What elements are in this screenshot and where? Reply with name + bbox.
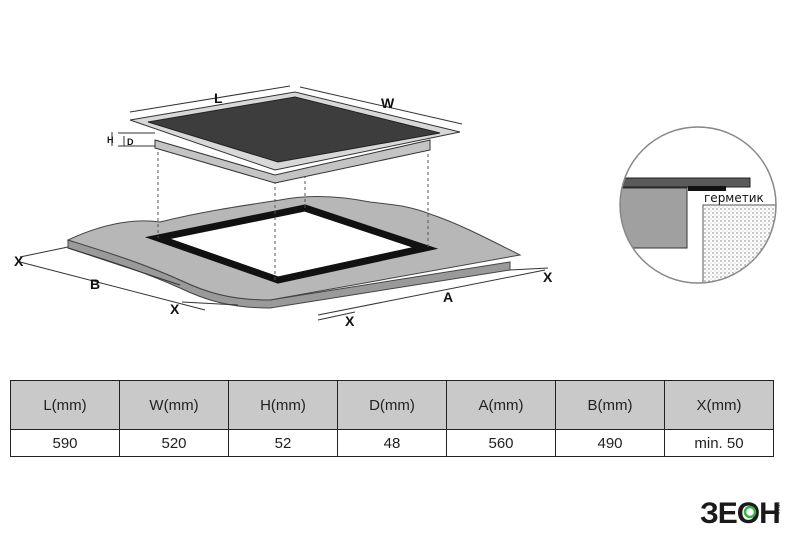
label-H: H	[107, 135, 114, 145]
label-X-left: X	[14, 253, 24, 269]
value-X: min. 50	[664, 429, 774, 457]
header-D: D(mm)	[337, 380, 447, 430]
label-D: D	[127, 137, 134, 147]
label-W: W	[381, 95, 395, 111]
value-W: 520	[119, 429, 229, 457]
table-header-row: L(mm) W(mm) H(mm) D(mm) A(mm) B(mm) X(mm…	[10, 380, 774, 430]
value-B: 490	[555, 429, 665, 457]
hob	[129, 91, 461, 184]
label-A: A	[443, 289, 453, 305]
label-X-bottom-left: X	[170, 301, 180, 317]
dimensions-table: L(mm) W(mm) H(mm) D(mm) A(mm) B(mm) X(mm…	[10, 380, 774, 457]
hob-glass	[147, 96, 441, 163]
zeon-logo: ЗЕОН shop	[700, 497, 780, 528]
header-X: X(mm)	[664, 380, 774, 430]
value-H: 52	[228, 429, 338, 457]
label-B: B	[90, 276, 100, 292]
value-D: 48	[337, 429, 447, 457]
table-row: 590 520 52 48 560 490 min. 50	[10, 429, 774, 457]
logo-suffix: shop	[774, 502, 780, 516]
value-L: 590	[10, 429, 120, 457]
label-X-bottom: X	[345, 313, 355, 329]
seal-detail: герметик	[619, 126, 777, 284]
label-L: L	[214, 90, 223, 106]
countertop-cutout	[144, 204, 439, 284]
seal-label: герметик	[704, 191, 764, 205]
power-icon	[743, 505, 757, 519]
header-B: B(mm)	[555, 380, 665, 430]
hob-installation-diagram: L W H D B A X X X X герметик	[14, 85, 777, 329]
header-A: A(mm)	[446, 380, 556, 430]
logo-text: ЗЕОН	[700, 497, 780, 528]
header-H: H(mm)	[228, 380, 338, 430]
header-L: L(mm)	[10, 380, 120, 430]
value-A: 560	[446, 429, 556, 457]
label-X-right: X	[543, 269, 553, 285]
hob-dimension-lines	[111, 85, 463, 147]
header-W: W(mm)	[119, 380, 229, 430]
projection-lines	[157, 140, 429, 280]
countertop-dimension-lines	[19, 246, 549, 321]
countertop	[66, 195, 522, 309]
